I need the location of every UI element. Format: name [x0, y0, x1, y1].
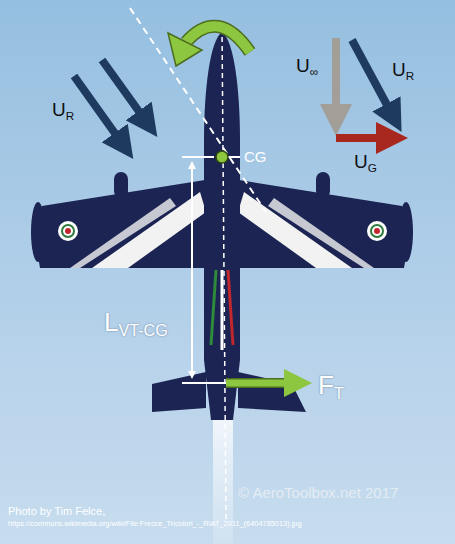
cg-label: CG — [244, 149, 267, 166]
force-label: FT — [318, 371, 344, 400]
watermark: © AeroToolbox.net 2017 — [238, 485, 398, 502]
velocity-symbol: UG — [354, 152, 377, 173]
velocity-symbol: UR — [52, 100, 74, 121]
velocity-symbol: U∞ — [296, 56, 318, 77]
length-label: LVT-CG — [104, 308, 168, 337]
velocity-symbol: UR — [392, 60, 414, 81]
photo-credit-url: https://commons.wikimedia.org/wiki/File:… — [8, 520, 302, 528]
photo-credit: Photo by Tim Felce, — [8, 505, 105, 517]
